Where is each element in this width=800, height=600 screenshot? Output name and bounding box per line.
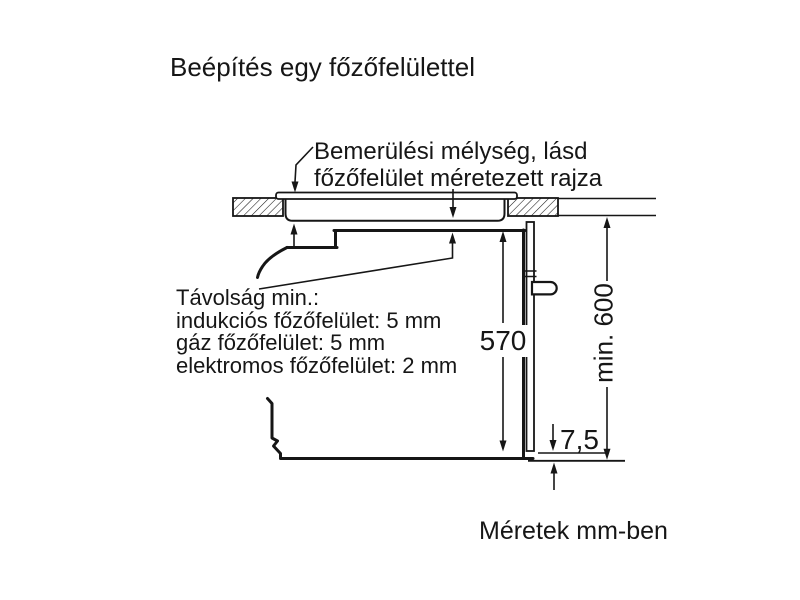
distance-note-line-1: Távolság min.: — [176, 285, 320, 310]
distance-note-line-3: gáz főzőfelület: 5 mm — [176, 330, 386, 355]
dimension-570 — [499, 231, 507, 452]
immersion-depth-arrow — [449, 189, 457, 218]
up-arrowhead — [449, 232, 456, 244]
countertop-left-section — [232, 197, 284, 217]
oven-front-step — [285, 229, 339, 249]
oven-rear-panel-group — [525, 221, 558, 452]
up-arrowhead — [603, 217, 611, 228]
distance-note-line-4: elektromos főzőfelület: 2 mm — [176, 352, 458, 378]
up-arrowhead — [290, 223, 298, 235]
immersion-note-leader — [291, 146, 314, 193]
rear-connector-knob — [530, 280, 558, 296]
immersion-depth-note: Bemerülési mélység, lásd főzőfelület mér… — [314, 138, 602, 192]
oven-front-frame-curve — [256, 246, 289, 279]
down-arrowhead — [499, 440, 507, 452]
page-title: Beépítés egy főzőfelülettel — [170, 52, 475, 82]
oven-height-dimension-label: 570 — [477, 325, 529, 357]
down-arrowhead — [549, 440, 557, 451]
distance-note-line-2: indukciós főzőfelület: 5 mm — [176, 307, 442, 333]
cooktop-glass-panel — [275, 191, 518, 200]
immersion-note-line-1: Bemerülési mélység, lásd — [314, 138, 588, 165]
min-height-dimension-label: min. 600 — [588, 283, 619, 383]
up-arrowhead — [499, 231, 507, 242]
immersion-note-line-2: főzőfelület méretezett rajza — [314, 165, 603, 192]
minimum-distance-note: Távolság min.: indukciós főzőfelület: 5 … — [176, 285, 458, 378]
cooktop — [275, 191, 518, 222]
dimension-min-600 — [603, 217, 611, 460]
units-note: Méretek mm-ben — [479, 517, 668, 545]
cooktop-tub — [284, 196, 506, 222]
up-arrowhead — [550, 462, 558, 474]
countertop-right-section — [507, 197, 559, 217]
rear-gap-leader-arrow — [258, 232, 456, 290]
down-arrowhead — [291, 181, 299, 193]
dimension-7-5 — [549, 424, 558, 490]
oven-door-front-edge — [266, 397, 282, 459]
front-gap-arrow — [290, 223, 298, 248]
down-arrowhead — [603, 448, 611, 460]
countertop — [232, 197, 656, 217]
down-arrowhead — [449, 207, 457, 218]
bottom-clearance-dimension-label: 7,5 — [560, 424, 599, 455]
